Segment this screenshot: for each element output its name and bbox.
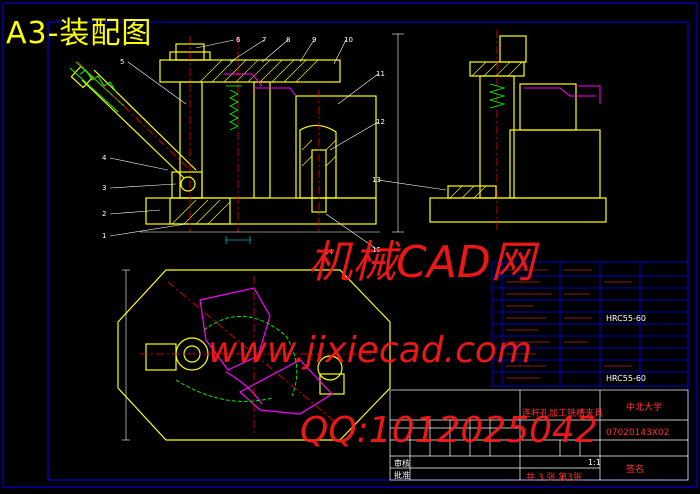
bom-material-spec-1: HRC55-60 [606, 314, 647, 323]
title-block-approve-label: 批准 [394, 471, 410, 480]
bom-marks [506, 269, 632, 379]
handle-lever [70, 65, 197, 179]
top-view-green [175, 316, 298, 402]
title-block-grid [389, 389, 689, 481]
watermark-qq: QQ:1012025042 [300, 410, 598, 451]
side-spring [488, 83, 506, 109]
part-label-2: 2 [102, 210, 106, 218]
front-magenta-lines [224, 73, 297, 97]
part-label-1: 1 [102, 232, 106, 240]
spring-detail [226, 85, 242, 131]
front-view [145, 43, 377, 225]
part-label-15: 15 [372, 246, 381, 254]
part-label-12: 12 [376, 118, 385, 126]
part-label-13: 13 [372, 176, 381, 184]
part-label-5: 5 [120, 58, 124, 66]
top-view-centerlines [140, 276, 372, 434]
part-number-labels: 1 2 3 4 5 6 7 8 9 10 11 12 13 14 15 [102, 36, 385, 256]
part-label-7: 7 [262, 36, 266, 44]
bom-material-spec-2: HRC55-60 [606, 374, 647, 383]
title-block-review-label: 审核 [394, 459, 410, 468]
part-label-4: 4 [102, 154, 107, 162]
outer-frame [2, 2, 698, 488]
side-view [429, 35, 607, 223]
title-block-drawing-no: 07020143X02 [606, 428, 670, 438]
leader-lines [109, 33, 447, 251]
part-label-9: 9 [312, 36, 316, 44]
part-label-3: 3 [102, 184, 106, 192]
part-label-10: 10 [344, 36, 353, 44]
top-view-dims [122, 269, 130, 441]
front-centerlines [189, 36, 320, 232]
title-block-fixture-name: 连杆孔加工铣槽夹具 [522, 409, 604, 419]
inner-frame [47, 21, 689, 481]
part-label-11: 11 [376, 70, 385, 78]
dimension-lines-cyan [225, 236, 251, 244]
watermark-site-name: 机械CAD网 [308, 237, 535, 288]
part-label-6: 6 [236, 36, 241, 44]
watermark-url: www.jixiecad.com [208, 330, 532, 371]
bom-table [491, 261, 689, 387]
part-label-14: 14 [324, 248, 333, 256]
handle-centerline [77, 61, 191, 171]
title-block-scale: 1:1 [588, 458, 601, 467]
drawing-title: A3-装配图 [6, 16, 153, 51]
title-block-sheet-info: 共 3 张 第3张 [526, 473, 583, 483]
part-label-8: 8 [286, 36, 290, 44]
side-magenta [524, 85, 601, 104]
title-block-signature: 签名 [626, 465, 645, 475]
title-block-school: 中北大学 [626, 403, 663, 413]
